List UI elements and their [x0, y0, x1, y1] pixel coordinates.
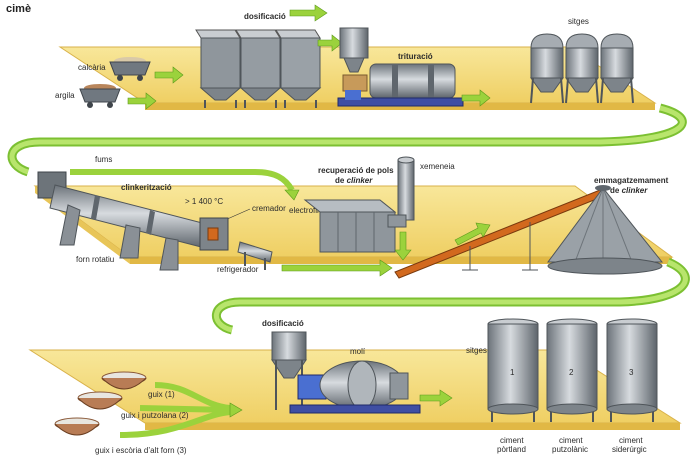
label-forn-rotatiu: forn rotatiu — [76, 255, 114, 264]
sitges-silos-row1 — [530, 33, 634, 104]
label-guix2: guix i putzolana (2) — [121, 411, 189, 420]
label-ciment1-b: pòrtland — [497, 445, 526, 454]
label-emmag-2: de clinker — [610, 186, 648, 195]
label-xemeneia: xemeneia — [420, 162, 455, 171]
label-electrofiltre: electrofiltre — [289, 206, 329, 215]
label-sitges-2: sitges — [466, 346, 487, 355]
silo-3 — [606, 318, 658, 422]
argila-wagon — [79, 84, 121, 108]
label-calcaria: calcària — [78, 63, 106, 72]
arrow-wagons-to-dosif — [127, 66, 184, 110]
electrofiltre-unit — [303, 199, 397, 253]
fums-flow-arrow — [70, 169, 295, 192]
arrow-cooler-to-conveyor — [281, 259, 393, 277]
label-refrigerador: refrigerador — [217, 265, 259, 274]
label-recuperacio-1: recuperació de pols — [318, 166, 394, 175]
label-cremador: cremador — [252, 204, 286, 213]
label-clinkeritzacio: clinkerització — [121, 183, 172, 192]
refrigerador-cooler — [237, 241, 273, 270]
arrow-filter-down — [394, 231, 412, 261]
label-dosificacio-1: dosificació — [244, 12, 286, 21]
silo-number-1: 1 — [510, 368, 515, 377]
arrow-crusher-to-silos — [461, 89, 491, 107]
calcaria-wagon — [109, 57, 151, 81]
label-temperature: > 1 400 °C — [185, 197, 223, 206]
silo-2 — [546, 318, 598, 422]
forn-rotatiu-kiln — [37, 171, 229, 271]
bowl-guix3 — [54, 417, 100, 436]
bowl-guix2 — [77, 391, 123, 410]
moli-ball-mill — [289, 360, 421, 414]
arrow-conveyor-up — [454, 222, 491, 246]
guix-flow-arrows — [119, 382, 243, 438]
label-ciment2-a: ciment — [559, 436, 583, 445]
label-emmag-1: emmagatzemament — [594, 176, 669, 185]
label-ciment3-a: ciment — [619, 436, 643, 445]
page-title: cimè — [6, 3, 31, 15]
label-fums: fums — [95, 155, 112, 164]
arrow-dosif-to-crusher — [317, 34, 343, 52]
label-trituracio: trituració — [398, 52, 433, 61]
label-ciment1-a: ciment — [500, 436, 524, 445]
label-recuperacio-2: de clinker — [335, 176, 373, 185]
trituracio-crusher — [337, 27, 464, 107]
label-moli: molí — [350, 347, 366, 356]
label-guix3: guix i escòria d’alt forn (3) — [95, 446, 187, 455]
label-sitges-1: sitges — [568, 17, 589, 26]
label-ciment2-b: putzolànic — [552, 445, 588, 454]
silo-number-3: 3 — [629, 368, 634, 377]
emmagatzemament-dome — [547, 185, 664, 275]
label-argila: argila — [55, 91, 75, 100]
xemeneia-chimney — [387, 156, 415, 228]
arrow-top-dosif — [289, 4, 328, 22]
dosificacio-hopper-row3 — [271, 331, 307, 410]
label-dosificacio-2: dosificació — [262, 319, 304, 328]
label-guix1: guix (1) — [148, 390, 175, 399]
arrow-mill-to-silos — [419, 389, 453, 407]
bowl-guix1 — [101, 371, 147, 390]
dosificacio-hoppers — [195, 29, 322, 108]
label-ciment3-b: siderúrgic — [612, 445, 647, 454]
silo-1 — [487, 318, 539, 422]
silo-number-2: 2 — [569, 368, 574, 377]
